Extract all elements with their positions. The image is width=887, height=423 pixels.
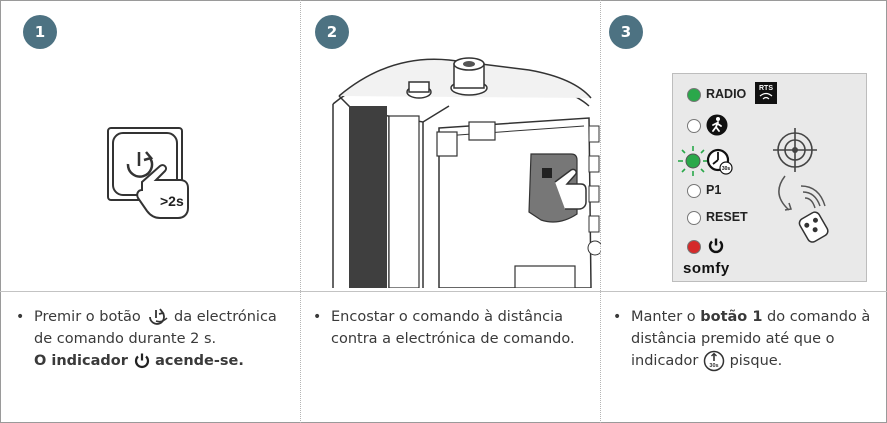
bullet: • [613, 309, 622, 325]
rotate-button-icon [149, 308, 168, 325]
divider-line [0, 291, 887, 292]
timer-30s-icon: 30s [703, 350, 725, 372]
step-2-instruction: • Encostar o comando à distância contra … [313, 306, 595, 350]
control-electronics-illustration [332, 57, 601, 288]
control-panel: RADIO RTS 30s [672, 73, 867, 282]
target-icon [773, 128, 817, 172]
step-1-instruction: • Premir o botão da electrónica de coman… [16, 306, 292, 372]
svg-text:RTS: RTS [759, 85, 773, 92]
step-3: 3 RADIO RTS [600, 0, 887, 423]
pedestrian-icon [706, 114, 728, 136]
svg-text:30s: 30s [722, 166, 731, 172]
reset-led [687, 211, 701, 225]
p1-label: P1 [706, 183, 722, 197]
step-3-instruction: • Manter o botão 1 do comando à distânci… [613, 306, 885, 372]
bullet: • [16, 309, 25, 325]
power-icon [134, 353, 149, 368]
pedestrian-led [687, 119, 701, 133]
step-number-badge: 2 [315, 15, 349, 49]
power-icon [708, 238, 724, 254]
svg-text:30s: 30s [709, 363, 718, 369]
step-number-badge: 3 [609, 15, 643, 49]
radio-label: RADIO [706, 87, 747, 101]
radio-led [687, 88, 701, 102]
p1-led [687, 184, 701, 198]
step-number-badge: 1 [23, 15, 57, 49]
step-2: 2 • Encostar [300, 0, 601, 423]
somfy-logo: somfy [683, 260, 730, 277]
svg-text:>2s: >2s [160, 193, 184, 209]
step-1: 1 >2s • Premir o botão da electrónica de… [0, 0, 300, 423]
power-led [687, 240, 701, 254]
timer-30s-icon: 30s [706, 148, 733, 175]
remote-signal-icon [778, 175, 829, 243]
bullet: • [313, 309, 322, 325]
press-button-illustration: >2s [107, 127, 189, 219]
rts-logo-icon: RTS [755, 82, 777, 104]
blinking-led-icon [678, 146, 708, 176]
reset-label: RESET [706, 210, 748, 224]
